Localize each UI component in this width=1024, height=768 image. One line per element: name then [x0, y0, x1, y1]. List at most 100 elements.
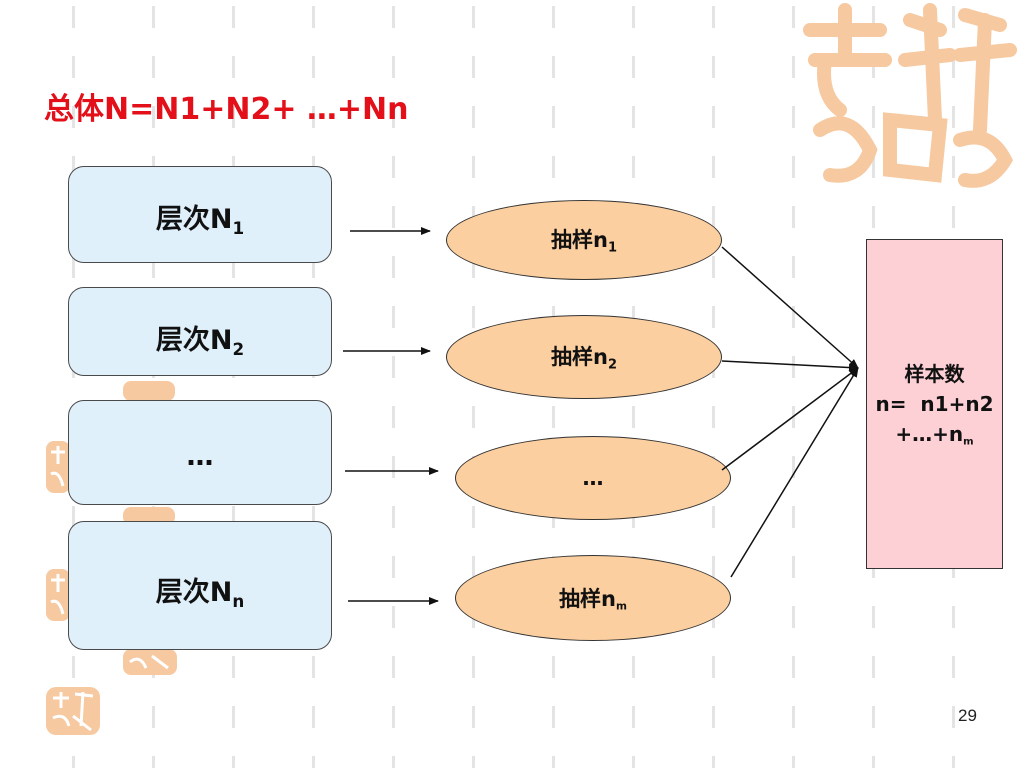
background-dash: [312, 106, 315, 128]
background-dash: [712, 206, 715, 228]
background-dash: [792, 656, 795, 678]
background-dash: [72, 506, 75, 528]
background-dash: [632, 6, 635, 28]
stratum-label: 层次N: [155, 577, 233, 608]
background-dash: [952, 606, 955, 628]
sample-label: 抽样n: [550, 345, 608, 370]
background-dash: [712, 656, 715, 678]
slide-title: 总体N=N1+N2+ …+Nn: [44, 92, 409, 127]
background-dash: [232, 106, 235, 128]
background-dash: [392, 456, 395, 478]
background-dash: [872, 706, 875, 728]
auspicious-seal-icon: [46, 687, 100, 735]
sample-subscript: 1: [607, 240, 617, 256]
background-dash: [552, 406, 555, 428]
background-dash: [392, 106, 395, 128]
background-dash: [152, 756, 155, 768]
background-dash: [392, 306, 395, 328]
sample-size-heading: 样本数: [904, 361, 965, 386]
background-dash: [712, 256, 715, 278]
background-dash: [312, 56, 315, 78]
background-dash: [792, 756, 795, 768]
background-dash: [792, 206, 795, 228]
background-dash: [792, 406, 795, 428]
background-dash: [552, 756, 555, 768]
background-dash: [792, 6, 795, 28]
background-dash: [152, 706, 155, 728]
background-dash: [952, 756, 955, 768]
sample-ellipse-1: 抽样n1: [446, 200, 722, 280]
background-dash: [72, 756, 75, 768]
background-dash: [392, 406, 395, 428]
background-dash: [392, 756, 395, 768]
sample-ellipse-ellipsis: …: [455, 436, 731, 520]
background-dash: [232, 756, 235, 768]
background-dash: [312, 506, 315, 528]
background-dash: [472, 506, 475, 528]
background-dash: [952, 6, 955, 28]
background-dash: [552, 656, 555, 678]
background-dash: [792, 356, 795, 378]
background-dash: [232, 256, 235, 278]
background-dash: [872, 606, 875, 628]
formula-subscript: m: [963, 436, 974, 448]
background-dash: [152, 6, 155, 28]
background-dash: [152, 56, 155, 78]
background-dash: [472, 556, 475, 578]
background-dash: [312, 6, 315, 28]
sample-size-formula-line1: n= n1+n2: [875, 391, 994, 416]
background-dash: [392, 356, 395, 378]
background-dash: [712, 56, 715, 78]
background-dash: [392, 506, 395, 528]
background-dash: [392, 156, 395, 178]
sample-ellipse-2: 抽样n2: [446, 315, 722, 399]
background-dash: [472, 156, 475, 178]
background-dash: [472, 256, 475, 278]
background-dash: [792, 706, 795, 728]
background-dash: [472, 406, 475, 428]
background-dash: [792, 506, 795, 528]
background-dash: [952, 656, 955, 678]
background-dash: [712, 756, 715, 768]
background-dash: [72, 6, 75, 28]
background-dash: [632, 406, 635, 428]
background-dash: [712, 556, 715, 578]
background-dash: [632, 656, 635, 678]
background-dash: [552, 56, 555, 78]
background-dash: [712, 6, 715, 28]
background-dash: [712, 106, 715, 128]
background-dash: [232, 6, 235, 28]
background-dash: [392, 256, 395, 278]
stratum-label: …: [186, 441, 214, 472]
background-dash: [472, 56, 475, 78]
background-dash: [952, 106, 955, 128]
background-dash: [472, 756, 475, 768]
background-dash: [312, 756, 315, 768]
stratum-box-n: 层次Nn: [68, 521, 332, 650]
background-dash: [232, 56, 235, 78]
background-dash: [632, 756, 635, 768]
background-dash: [792, 106, 795, 128]
background-dash: [792, 606, 795, 628]
background-dash: [632, 706, 635, 728]
background-dash: [712, 706, 715, 728]
stratum-subscript: 2: [232, 338, 245, 359]
background-dash: [392, 6, 395, 28]
background-dash: [712, 506, 715, 528]
auspicious-seal-icon: [123, 381, 175, 401]
background-dash: [952, 706, 955, 728]
formula-text: +…+n: [895, 421, 964, 446]
background-dash: [312, 256, 315, 278]
background-dash: [712, 406, 715, 428]
background-dash: [792, 306, 795, 328]
sample-ellipse-m: 抽样nm: [455, 555, 731, 641]
background-dash: [392, 606, 395, 628]
background-dash: [632, 156, 635, 178]
background-dash: [392, 206, 395, 228]
auspicious-seal-icon: [46, 441, 70, 493]
sample-size-formula-line2: +…+nm: [895, 419, 973, 450]
background-dash: [312, 656, 315, 678]
background-dash: [952, 206, 955, 228]
background-dash: [232, 656, 235, 678]
stratum-box-2: 层次N2: [68, 287, 332, 376]
